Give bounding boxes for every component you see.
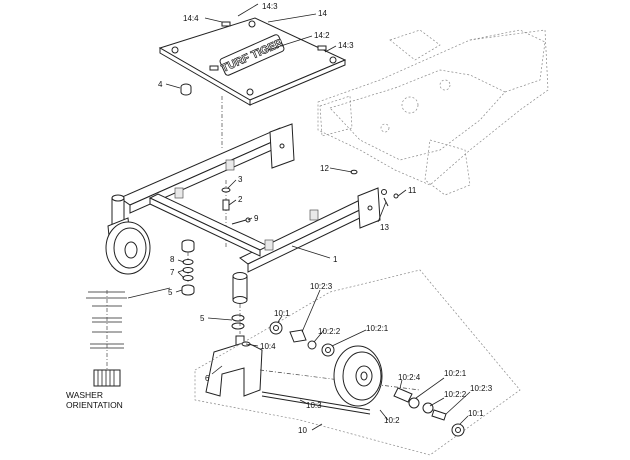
main-caster-wheel: [333, 345, 383, 407]
callout-9: 9: [254, 214, 259, 223]
callout-10-1-right: 10:1: [468, 409, 484, 418]
callout-10-1-left: 10:1: [274, 309, 290, 318]
knob-4: [180, 83, 192, 96]
callout-4: 4: [158, 80, 163, 89]
callout-10-2-3-right: 10:2:3: [470, 384, 493, 393]
callout-7: 7: [170, 268, 175, 277]
washer-orientation-inset: [86, 287, 171, 387]
washer-note-line1: WASHER: [66, 390, 103, 400]
subframe-assembly: [118, 123, 381, 273]
callout-2: 2: [238, 195, 243, 204]
washer-note-line2: ORIENTATION: [66, 400, 123, 410]
callout-10-2-2-right: 10:2:2: [444, 390, 467, 399]
callout-10-2: 10:2: [384, 416, 400, 425]
callout-1: 1: [333, 255, 338, 264]
wheel-hardware-left: [269, 321, 335, 357]
callout-13: 13: [380, 223, 389, 232]
callout-12: 12: [320, 164, 329, 173]
callout-10-2-4: 10:2:4: [398, 373, 421, 382]
callout-10: 10: [298, 426, 307, 435]
callout-10-4: 10:4: [260, 342, 276, 351]
callout-10-2-1-left: 10:2:1: [366, 324, 389, 333]
left-caster-wheel: [105, 194, 151, 275]
callout-8: 8: [170, 255, 175, 264]
leader-lines: [165, 3, 471, 431]
callout-labels: 14:3 14 14:4 14:2 14:3 4 12 11 13 3 2 9 …: [158, 2, 493, 435]
callout-5-lower: 5: [200, 314, 205, 323]
callout-14: 14: [318, 9, 327, 18]
callout-5-upper: 5: [168, 288, 173, 297]
washer-stack: [181, 239, 195, 296]
callout-10-2-1-right: 10:2:1: [444, 369, 467, 378]
deck-plate: TURF TIGER: [158, 17, 347, 106]
callout-14-2: 14:2: [314, 31, 330, 40]
callout-10-2-3-left: 10:2:3: [310, 282, 333, 291]
callout-3: 3: [238, 175, 243, 184]
callout-11: 11: [408, 186, 417, 195]
callout-6: 6: [205, 374, 210, 383]
callout-10-3: 10:3: [306, 401, 322, 410]
callout-10-2-2-left: 10:2:2: [318, 327, 341, 336]
callout-14-3-top: 14:3: [262, 2, 278, 11]
callout-14-4: 14:4: [183, 14, 199, 23]
callout-14-3-right: 14:3: [338, 41, 354, 50]
mower-frame-ghost: [317, 29, 549, 196]
